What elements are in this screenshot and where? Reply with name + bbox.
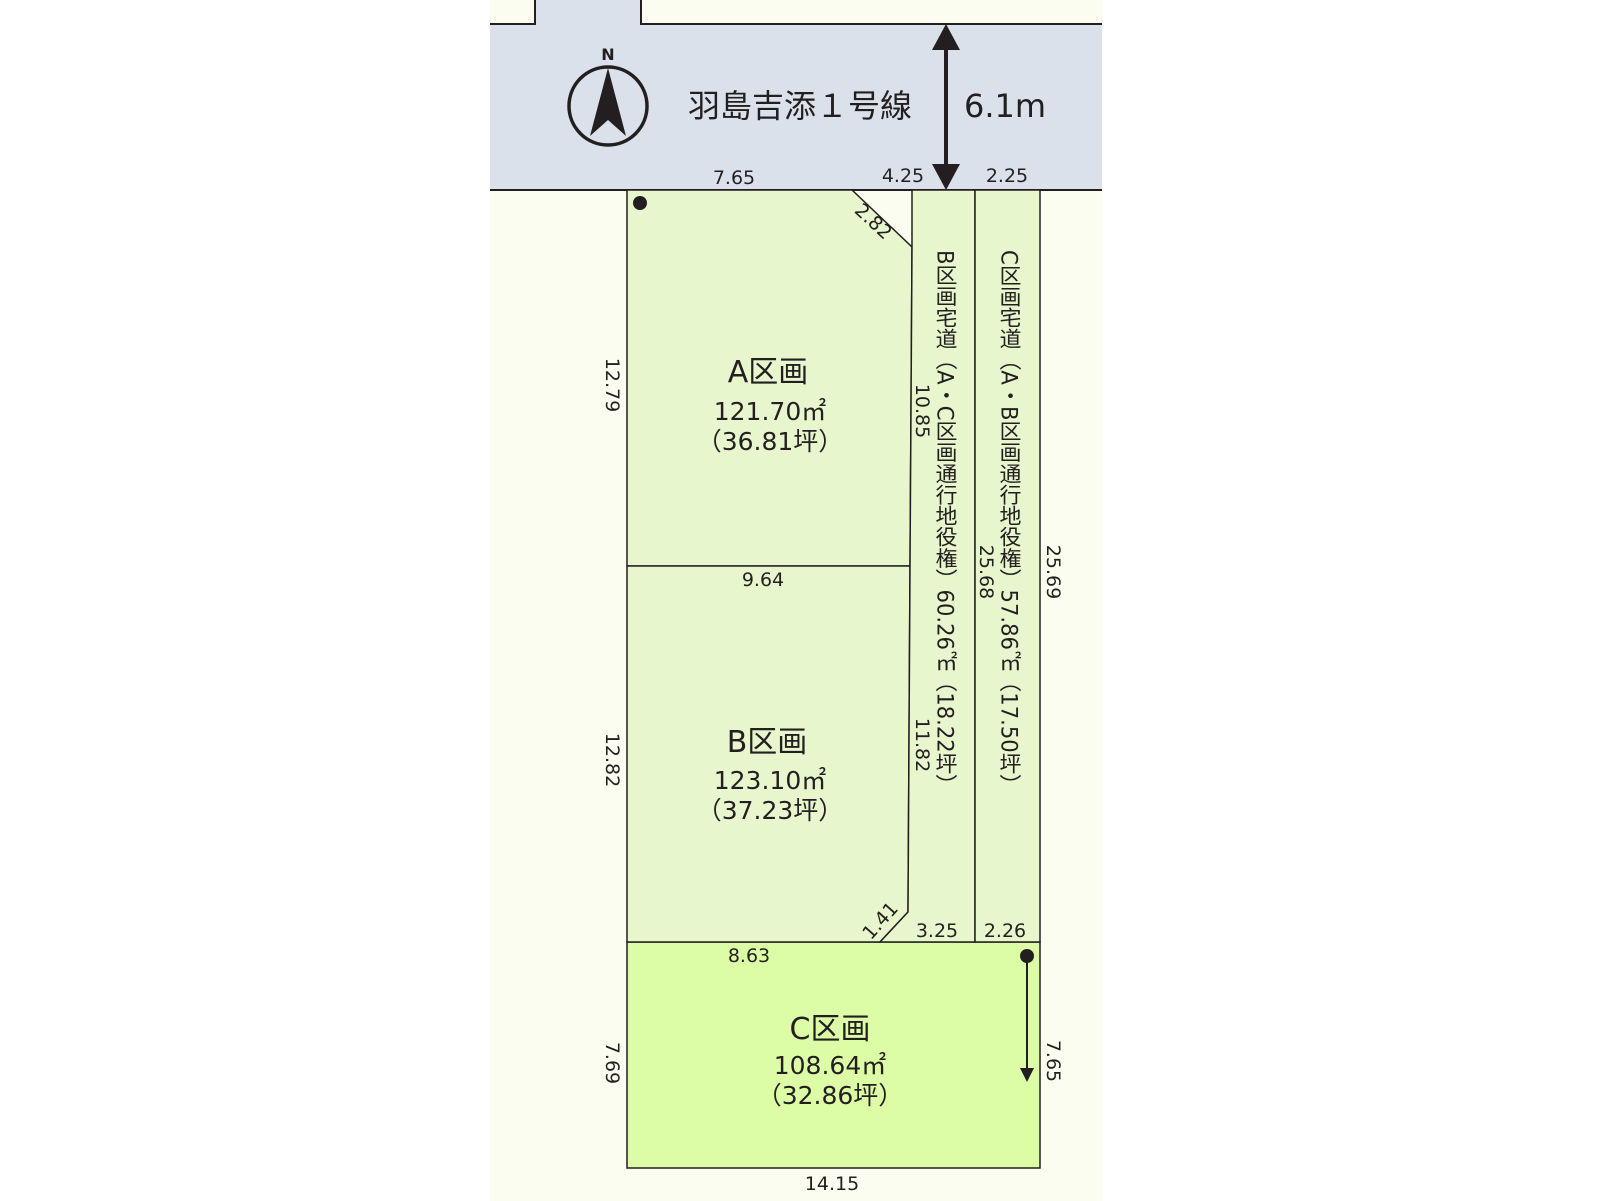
road-name: 羽島吉添１号線 bbox=[688, 87, 912, 125]
lot-a-name: A区画 bbox=[728, 355, 809, 390]
dim-road-b-upper: 10.85 bbox=[911, 384, 933, 438]
road-notch bbox=[535, 0, 641, 24]
private-road-c-label: C区画宅道（A・B区画通行地役権）57.86㎡（17.50坪） bbox=[996, 250, 1022, 795]
lot-a-tsubo: （36.81坪） bbox=[697, 427, 844, 456]
lot-b-area: 123.10㎡ bbox=[714, 766, 826, 795]
dim-left-a: 12.79 bbox=[601, 358, 623, 412]
lot-b-name: B区画 bbox=[727, 725, 808, 760]
north-arrow-icon bbox=[590, 68, 626, 136]
dim-bottom: 14.15 bbox=[805, 1173, 859, 1195]
road-width: 6.1m bbox=[964, 87, 1046, 125]
dim-road-b-right: 25.68 bbox=[975, 545, 997, 599]
road-width-arrow-top bbox=[932, 24, 960, 50]
dim-left-b: 12.82 bbox=[601, 733, 623, 787]
private-road-b-label: B区画宅道（A・C区画通行地役権）60.26㎡（18.22坪） bbox=[932, 250, 958, 795]
dim-bottom-c-road: 2.26 bbox=[984, 920, 1026, 942]
dim-c-top: 8.63 bbox=[728, 945, 770, 967]
dim-a-b-border: 9.64 bbox=[742, 569, 784, 591]
lot-c bbox=[626, 941, 1041, 1169]
dim-right-outer: 25.69 bbox=[1042, 545, 1064, 599]
compass-ring-icon bbox=[567, 65, 649, 147]
road-edge-top bbox=[490, 0, 1102, 25]
private-road-c bbox=[974, 189, 1041, 943]
road-width-arrow-bottom bbox=[932, 164, 960, 190]
dimension-arrow-head bbox=[1020, 1068, 1034, 1082]
lot-b-tsubo: （37.23坪） bbox=[697, 796, 844, 825]
lot-c-area: 108.64㎡ bbox=[774, 1051, 886, 1080]
dim-right-c: 7.65 bbox=[1042, 1040, 1064, 1082]
dim-road-b-lower: 11.82 bbox=[911, 718, 933, 772]
north-compass: N bbox=[567, 45, 649, 147]
dim-left-c: 7.69 bbox=[601, 1042, 623, 1084]
boundary-marker-top bbox=[633, 196, 647, 210]
lot-a-area: 121.70㎡ bbox=[714, 397, 826, 426]
dim-top-a: 7.65 bbox=[713, 167, 755, 189]
dim-top-c-road: 2.25 bbox=[986, 165, 1028, 187]
public-road bbox=[490, 24, 1102, 190]
dim-top-b-road: 4.25 bbox=[882, 165, 924, 187]
lot-c-name: C区画 bbox=[790, 1012, 871, 1047]
lot-c-tsubo: （32.86坪） bbox=[757, 1081, 904, 1110]
compass-north-label: N bbox=[601, 45, 614, 64]
dim-bottom-b-road: 3.25 bbox=[916, 920, 958, 942]
